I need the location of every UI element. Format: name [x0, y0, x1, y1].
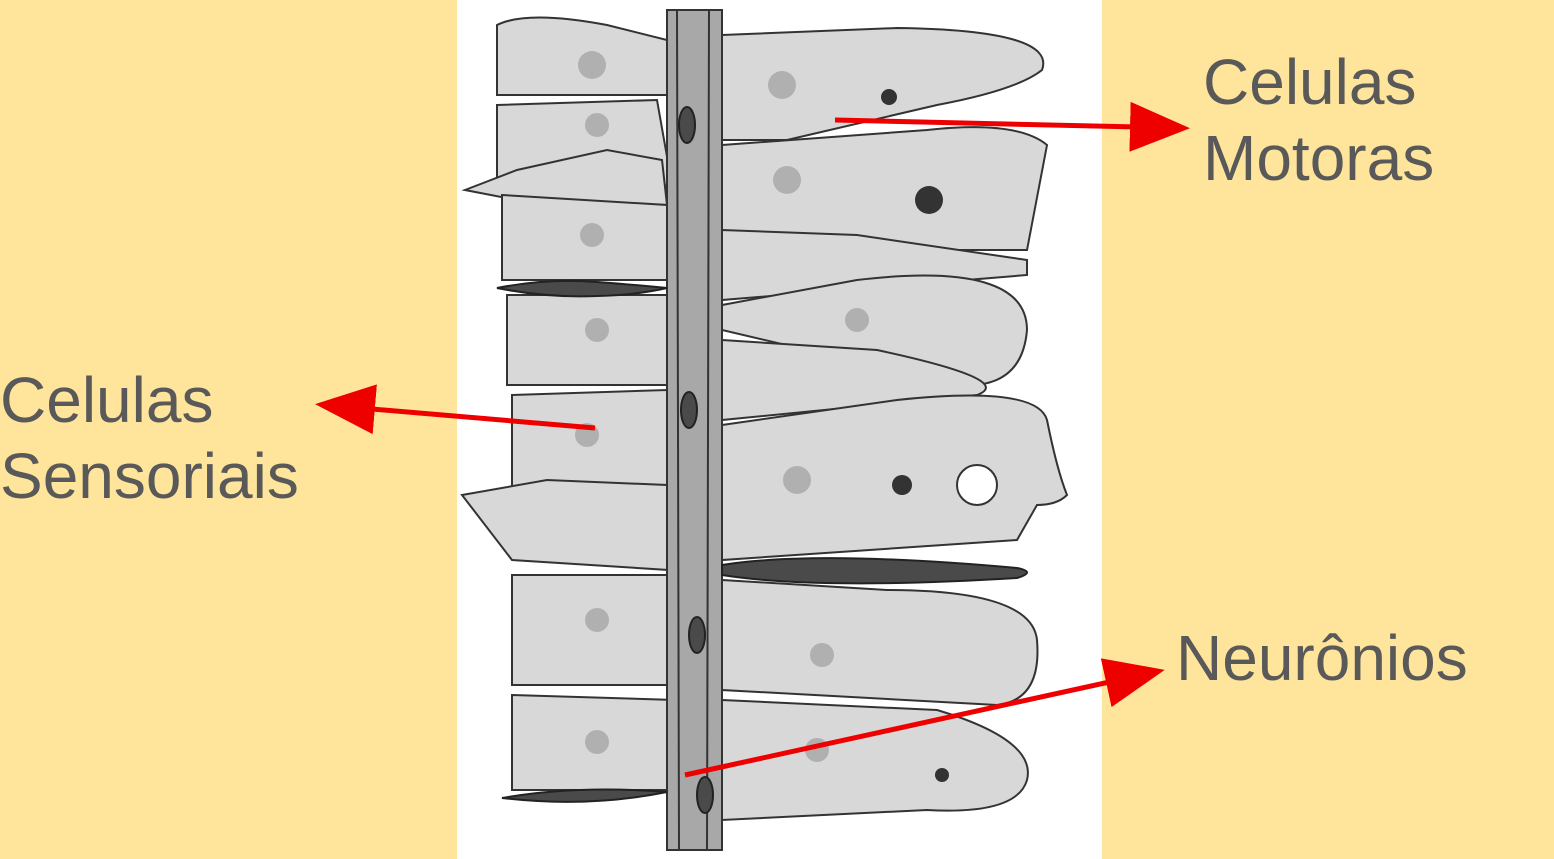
chromatin [892, 475, 912, 495]
vacuole [957, 465, 997, 505]
mesoglea-band [667, 10, 722, 850]
nucleus [575, 423, 599, 447]
nucleus [580, 223, 604, 247]
label-neurons-line1: Neurônios [1176, 620, 1468, 696]
chromatin [915, 186, 943, 214]
chromatin [935, 768, 949, 782]
nucleus [768, 71, 796, 99]
neuron [689, 617, 705, 653]
nucleus [585, 608, 609, 632]
label-sensory-line1: Celulas [0, 362, 299, 438]
nucleus [578, 51, 606, 79]
nucleus [585, 113, 609, 137]
chromatin [881, 89, 897, 105]
nerve-column [667, 10, 722, 850]
neuron [681, 392, 697, 428]
nucleus [783, 466, 811, 494]
nucleus [805, 738, 829, 762]
nucleus [585, 318, 609, 342]
label-neurons: Neurônios [1176, 620, 1468, 696]
neuron [697, 777, 713, 813]
label-motor-line2: Motoras [1203, 120, 1434, 196]
label-motor-cells: Celulas Motoras [1203, 44, 1434, 196]
nucleus [585, 730, 609, 754]
cell [722, 396, 1067, 561]
nucleus [810, 643, 834, 667]
hydra-ectoderm-cells-drawing-icon [457, 0, 1102, 859]
label-motor-line1: Celulas [1203, 44, 1434, 120]
nucleus [845, 308, 869, 332]
nucleus [773, 166, 801, 194]
neuron [679, 107, 695, 143]
label-sensory-line2: Sensoriais [0, 438, 299, 514]
cell [507, 295, 672, 385]
label-sensory-cells: Celulas Sensoriais [0, 362, 299, 514]
